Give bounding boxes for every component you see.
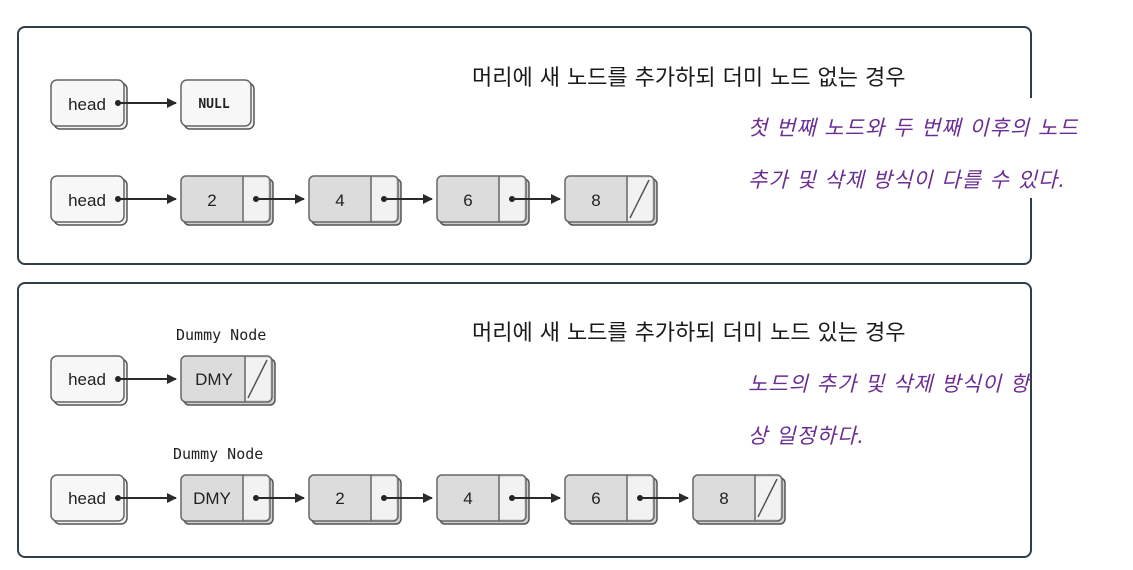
node-value: 8 [719, 489, 728, 508]
dummy-node: DMY [180, 355, 276, 406]
list-node-tail: 8 [564, 175, 658, 226]
note-no-dummy-line2: 추가 및 삭제 방식이 다를 수 있다. [748, 168, 1066, 192]
node-value: 2 [207, 191, 216, 210]
node-value: 2 [335, 489, 344, 508]
list-node: 6 [564, 474, 658, 525]
head-box: head [50, 175, 128, 226]
node-value: 4 [463, 489, 472, 508]
list-node: 4 [436, 474, 530, 525]
list-node: 4 [308, 175, 402, 226]
title-with-dummy: 머리에 새 노드를 추가하되 더미 노드 있는 경우 [472, 321, 906, 346]
null-slash [247, 359, 268, 399]
note-backdrop [736, 352, 1028, 462]
note-no-dummy-line1: 첫 번째 노드와 두 번째 이후의 노드 [748, 116, 1079, 140]
null-slash [757, 478, 778, 518]
dummy-node-label-2: Dummy Node [173, 445, 264, 463]
head-label: head [68, 370, 106, 389]
head-box: head [50, 79, 128, 130]
node-value: 6 [463, 191, 472, 210]
head-box: head [50, 474, 128, 525]
null-label: NULL [198, 97, 229, 112]
note-backdrop [735, 98, 1133, 198]
dummy-node-label-1: Dummy Node [176, 326, 267, 344]
note-with-dummy-line2: 상 일정하다. [748, 424, 865, 448]
note-with-dummy-line1: 노드의 추가 및 삭제 방식이 항 [748, 372, 1031, 396]
dummy-value: DMY [195, 370, 233, 389]
node-value: 4 [335, 191, 344, 210]
list-node: 6 [436, 175, 530, 226]
node-value: 8 [591, 191, 600, 210]
list-node-tail: 8 [692, 474, 786, 525]
null-slash [629, 179, 650, 219]
dummy-value: DMY [193, 489, 231, 508]
head-box: head [50, 355, 128, 406]
list-node: 2 [180, 175, 274, 226]
head-label: head [68, 95, 106, 114]
null-box: NULL [180, 79, 255, 130]
head-label: head [68, 489, 106, 508]
title-no-dummy: 머리에 새 노드를 추가하되 더미 노드 없는 경우 [472, 66, 906, 91]
dummy-node: DMY [180, 474, 274, 525]
node-value: 6 [591, 489, 600, 508]
head-label: head [68, 191, 106, 210]
list-node: 2 [308, 474, 402, 525]
